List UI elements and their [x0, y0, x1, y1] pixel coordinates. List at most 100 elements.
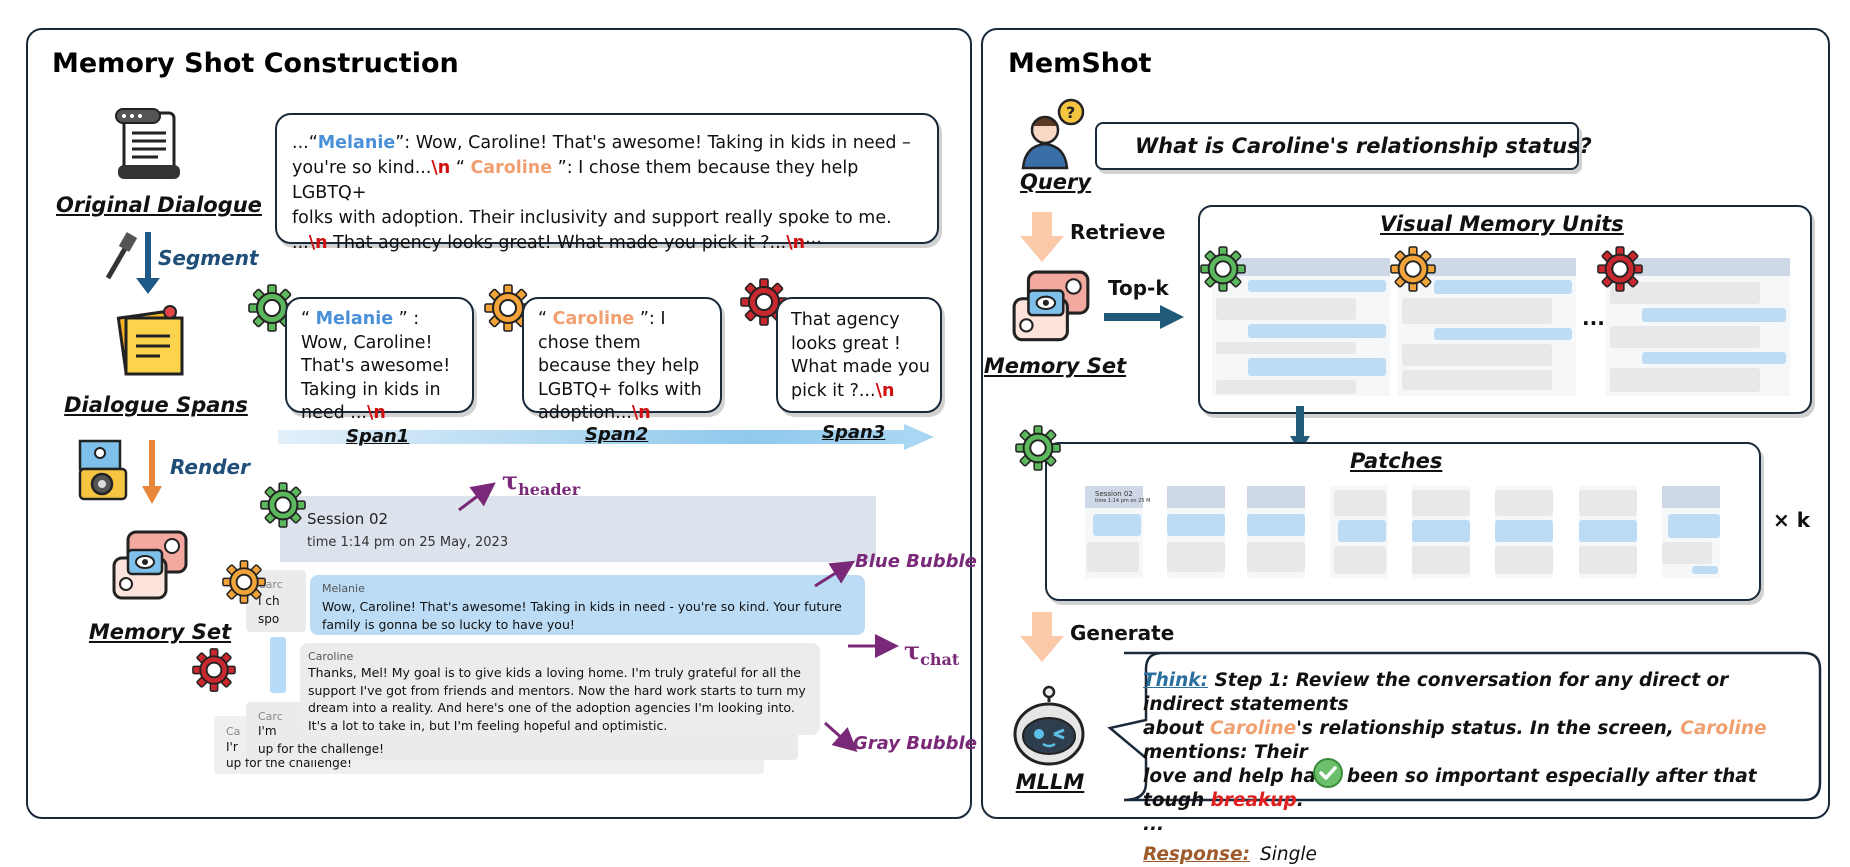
- memory-unit-2: [1398, 258, 1576, 396]
- think-2e: mentions: Their: [1143, 742, 1308, 763]
- melanie-bubble-name: Melanie: [322, 582, 365, 595]
- caroline-bubble-name: Caroline: [308, 650, 354, 663]
- dlg-quote-open: ...“: [292, 133, 318, 153]
- patches-title: Patches: [1350, 449, 1443, 473]
- think-3c: .: [1296, 790, 1304, 811]
- span-card-1: “ Melanie ” : Wow, Caroline! That's awes…: [285, 297, 474, 423]
- back1-l1: I'm: [258, 724, 277, 738]
- tau-header-symbol: τ: [502, 466, 519, 495]
- think-label: Think:: [1143, 670, 1209, 691]
- caroline-gray-bubble: Caroline Thanks, Mel! My goal is to give…: [300, 643, 820, 735]
- gear-icon-orange-vmu: [1390, 246, 1436, 292]
- back3-l1: I ch: [258, 594, 280, 608]
- patch-time: time 1:14 pm on 25 M: [1095, 498, 1151, 504]
- span2-q1: “: [538, 309, 553, 329]
- vmu-title: Visual Memory Units: [1380, 212, 1624, 236]
- patch-3: [1247, 486, 1305, 578]
- back3-l2: spo: [258, 612, 280, 626]
- patch-8: [1662, 486, 1720, 578]
- sticky-notes-icon: [116, 305, 184, 376]
- span-timeline-arrow: [278, 424, 934, 450]
- dlg-newline-1: \n: [431, 158, 451, 178]
- think-ellipsis: ...: [1143, 814, 1165, 835]
- think-caroline-1: Caroline: [1209, 718, 1297, 739]
- svg-text:?: ?: [1066, 103, 1075, 122]
- dlg-melanie: Melanie: [317, 133, 396, 153]
- patch-1: Session 02 time 1:14 pm on 25 M: [1085, 486, 1151, 578]
- segment-arrow: [105, 232, 160, 294]
- gear-icon-green-vmu: [1200, 246, 1246, 292]
- think-caroline-2: Caroline: [1680, 718, 1767, 739]
- gear-icon-red-vmu: [1597, 246, 1643, 292]
- original-dialogue-label: Original Dialogue: [56, 193, 262, 217]
- dlg-newline-2: \n: [308, 233, 328, 253]
- generate-label: Generate: [1070, 621, 1175, 645]
- patch-2: [1167, 486, 1225, 578]
- tau-header-label: τheader: [502, 466, 580, 499]
- back-blue-strip: [270, 637, 286, 693]
- dialogue-spans-label: Dialogue Spans: [64, 393, 248, 417]
- span2-name: Caroline: [552, 309, 635, 329]
- think-breakup: breakup: [1210, 790, 1297, 811]
- retrieve-arrow: [1020, 212, 1064, 262]
- topk-label: Top-k: [1108, 276, 1169, 300]
- span1-newline: \n: [366, 403, 386, 423]
- patch-7: [1579, 486, 1637, 578]
- dlg-l4-mid: That agency looks great! What made you p…: [327, 233, 787, 253]
- span3-body: That agency looks great ! What made you …: [791, 310, 930, 401]
- annotation-arrows: [458, 482, 899, 752]
- tau-header-sub: header: [518, 479, 581, 499]
- memory-set-label-right: Memory Set: [983, 354, 1127, 378]
- span1-label: Span1: [346, 426, 410, 447]
- times-k-label: × k: [1773, 508, 1811, 532]
- original-dialogue-card: ...“Melanie”: Wow, Caroline! That's awes…: [275, 113, 939, 253]
- gear-icon-orange-render: [222, 560, 266, 604]
- span-card-3: That agency looks great ! What made you …: [776, 297, 942, 413]
- patch-6: [1495, 486, 1553, 578]
- span2-body: them because they help LGBTQ+ folks with…: [538, 332, 702, 424]
- think-line1: Step 1: Review the conversation for any …: [1143, 670, 1729, 715]
- dlg-l4-pre: ...: [292, 233, 309, 253]
- tau-chat-sub: chat: [920, 649, 960, 669]
- response-label: Response:: [1143, 844, 1250, 865]
- memory-unit-3: [1606, 258, 1790, 396]
- tau-chat-label: τchat: [904, 636, 959, 669]
- dlg-l3: folks with adoption. Their inclusivity a…: [292, 208, 892, 228]
- think-2c: 's relationship status. In the screen,: [1296, 718, 1681, 739]
- vmu-ellipsis: ...: [1582, 306, 1605, 330]
- dlg-newline-3: \n: [786, 233, 806, 253]
- response-bubble-shape: [1107, 651, 1822, 802]
- caroline-bubble-msg: Thanks, Mel! My goal is to give kids a l…: [308, 665, 806, 733]
- question-box: What is Caroline's relationship status?: [1095, 122, 1592, 170]
- span3-label: Span3: [822, 422, 886, 443]
- rendered-header-bar: [280, 496, 876, 562]
- camera-icon: [78, 439, 128, 501]
- memory-set-label-left: Memory Set: [88, 620, 232, 644]
- span1-q2: ” : Wow,: [301, 309, 420, 353]
- query-label: Query: [1020, 170, 1092, 194]
- tau-chat-symbol: τ: [904, 636, 921, 665]
- person-question-icon: ?: [1021, 98, 1085, 170]
- robot-icon: [1013, 685, 1085, 766]
- check-icon: [1313, 758, 1343, 788]
- response-value: Single: [1259, 844, 1317, 865]
- gear-icon-green-patches: [1015, 425, 1061, 471]
- span2-label: Span2: [585, 424, 649, 445]
- patch-4: [1330, 486, 1388, 578]
- gray-bubble-label: Gray Bubble: [853, 733, 977, 754]
- render-label: Render: [170, 455, 250, 479]
- generate-arrow: [1020, 612, 1064, 662]
- render-session-time: time 1:14 pm on 25 May, 2023: [307, 535, 509, 550]
- blue-bubble-label: Blue Bubble: [855, 551, 977, 572]
- segment-label: Segment: [158, 246, 259, 270]
- patch-session: Session 02: [1095, 490, 1133, 498]
- scroll-document-icon: [115, 108, 180, 179]
- gear-icon-red-render: [192, 648, 236, 692]
- span2-q2: ”: I chose: [538, 309, 666, 353]
- dlg-caroline: Caroline: [470, 158, 553, 178]
- panel-title-left: Memory Shot Construction: [52, 48, 459, 79]
- span1-name: Melanie: [315, 309, 394, 329]
- melanie-bubble-msg: Wow, Caroline! That's awesome! Taking in…: [322, 599, 842, 632]
- retrieve-label: Retrieve: [1070, 220, 1166, 244]
- render-session-title: Session 02: [307, 510, 389, 528]
